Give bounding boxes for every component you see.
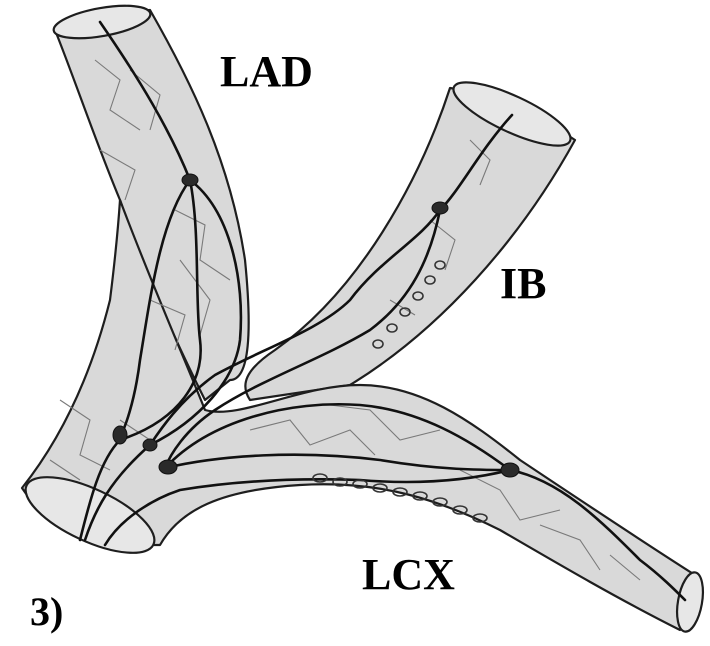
panel-number: 3) (30, 592, 63, 632)
main-trunk (22, 200, 695, 630)
ib-label: IB (500, 262, 546, 306)
lad-label: LAD (220, 50, 313, 94)
lcx-label: LCX (362, 553, 455, 597)
